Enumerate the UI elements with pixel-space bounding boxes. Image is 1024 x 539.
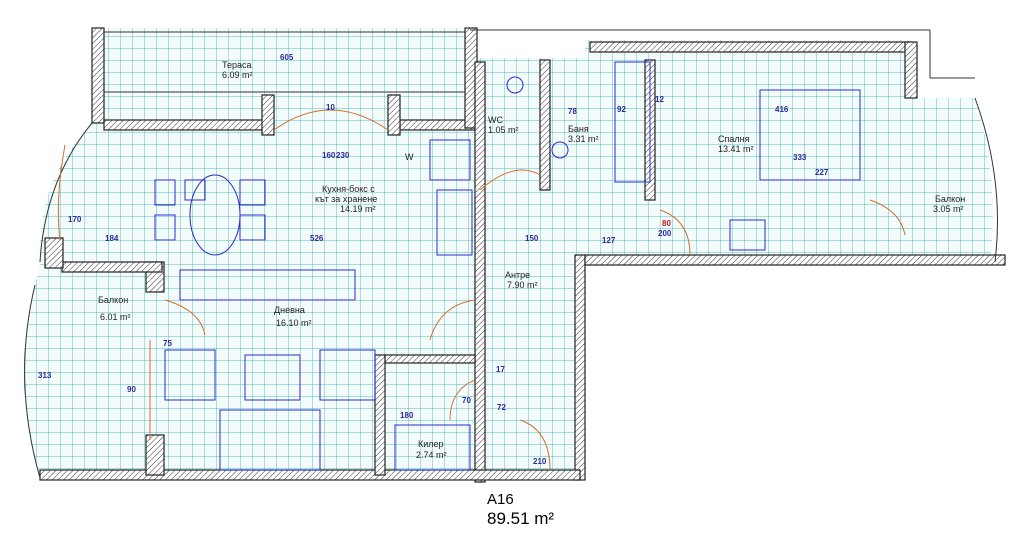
wc-name: WC xyxy=(488,115,503,125)
furniture xyxy=(154,61,861,471)
unit-total-area: 89.51 m² xyxy=(487,509,554,528)
bedroom-name: Спалня xyxy=(718,134,750,144)
dim-150: 150 xyxy=(525,234,539,243)
dimension-labels: 605 10 160 230 184 526 416 333 227 150 1… xyxy=(38,53,829,466)
storage-name: Килер xyxy=(418,439,444,449)
kitchen-name2: кът за хранене xyxy=(315,194,377,204)
dim-78: 78 xyxy=(568,107,577,116)
dim-230: 230 xyxy=(336,151,350,160)
dim-12: 12 xyxy=(655,95,664,104)
dim-127: 127 xyxy=(602,236,616,245)
dim-210: 210 xyxy=(533,457,547,466)
balcony-right-area: 3.05 m² xyxy=(933,204,964,214)
wc-area: 1.05 m² xyxy=(488,125,519,135)
terrace-area: 6.09 m² xyxy=(222,70,253,80)
dim-605: 605 xyxy=(280,53,294,62)
kitchen-w-label: W xyxy=(405,152,414,162)
unit-code: A16 xyxy=(487,491,514,508)
dim-333: 333 xyxy=(793,153,807,162)
dim-160: 160 xyxy=(322,151,336,160)
bath-name: Баня xyxy=(568,124,589,134)
balcony-left-area: 6.01 m² xyxy=(100,312,131,322)
dim-75: 75 xyxy=(163,339,172,348)
storage-area: 2.74 m² xyxy=(416,450,447,460)
dim-526: 526 xyxy=(310,234,324,243)
dim-313: 313 xyxy=(38,371,52,380)
dim-170: 170 xyxy=(68,215,82,224)
balcony-right-name: Балкон xyxy=(935,194,965,204)
dim-184: 184 xyxy=(105,234,119,243)
bath-area: 3.31 m² xyxy=(568,134,599,144)
dim-72: 72 xyxy=(497,403,506,412)
living-name: Дневна xyxy=(274,305,305,315)
kitchen-name: Кухня-бокс с xyxy=(322,184,375,194)
hall-area: 7.90 m² xyxy=(507,280,538,290)
door-swings xyxy=(57,109,906,471)
floor-tiles xyxy=(23,28,993,478)
hall-name: Антре xyxy=(505,270,530,280)
terrace-lines xyxy=(24,29,998,479)
dim-80: 80 xyxy=(662,219,671,228)
dim-416: 416 xyxy=(775,105,789,114)
dim-17: 17 xyxy=(496,365,505,374)
dim-180: 180 xyxy=(400,411,414,420)
dim-90: 90 xyxy=(127,385,136,394)
dim-200: 200 xyxy=(658,229,672,238)
dim-10: 10 xyxy=(326,103,335,112)
room-labels: Тераса 6.09 m² WC 1.05 m² Баня 3.31 m² С… xyxy=(98,60,965,460)
dim-227: 227 xyxy=(815,168,829,177)
bedroom-area: 13.41 m² xyxy=(718,144,754,154)
terrace-name: Тераса xyxy=(222,60,252,70)
dim-70: 70 xyxy=(462,396,471,405)
balcony-left-name: Балкон xyxy=(98,295,128,305)
dim-92: 92 xyxy=(617,105,626,114)
living-area: 16.10 m² xyxy=(276,318,312,328)
kitchen-area: 14.19 m² xyxy=(340,204,376,214)
